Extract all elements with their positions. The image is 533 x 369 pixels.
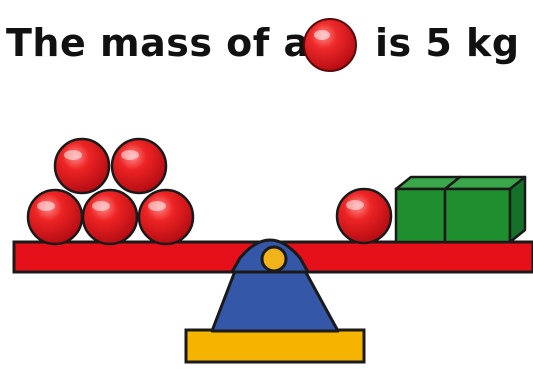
ball — [26, 188, 84, 246]
ball — [110, 137, 168, 195]
left-pan-balls — [26, 137, 195, 246]
title-text-after: is 5 kg — [375, 21, 520, 65]
scale-base — [184, 328, 366, 364]
green-cube — [443, 175, 527, 244]
red-ball-icon — [303, 18, 357, 72]
scale-pivot — [260, 245, 288, 273]
title-row: The mass of a is 5 kg — [0, 0, 533, 86]
ball — [53, 137, 111, 195]
title-text-before: The mass of a — [6, 21, 310, 65]
ball — [81, 188, 139, 246]
right-pan-ball — [335, 187, 393, 245]
ball — [137, 188, 195, 246]
